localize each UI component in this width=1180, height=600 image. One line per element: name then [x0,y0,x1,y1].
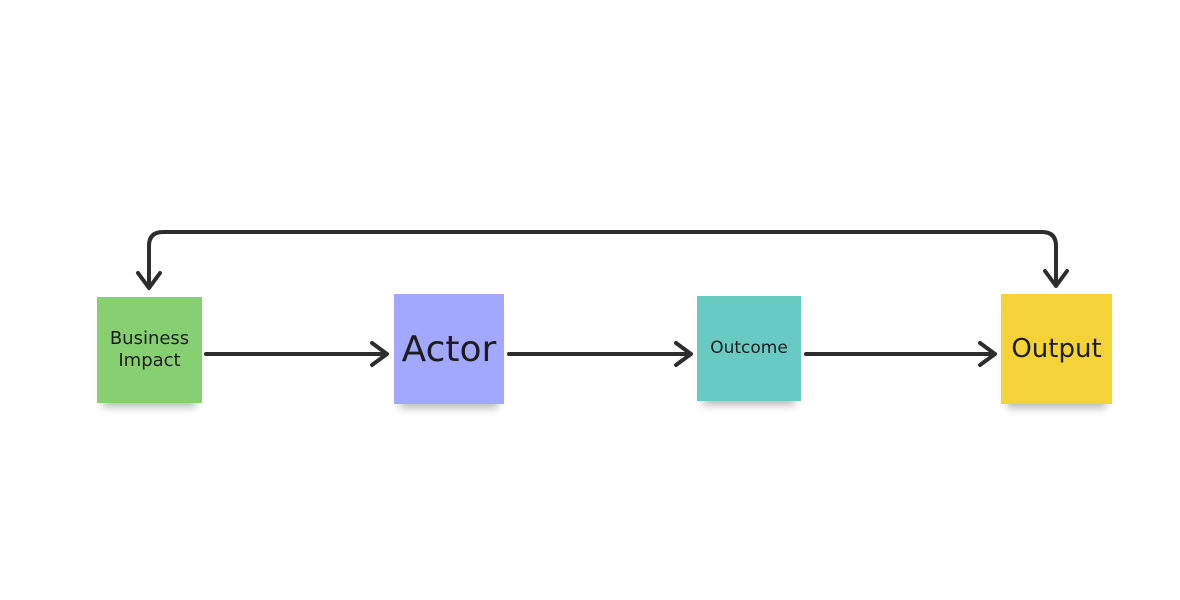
arrowhead-output-top [1043,269,1069,288]
sticky-note-label: Outcome [710,337,788,358]
arrow-output-to-business-impact[interactable] [147,230,1058,289]
sticky-note-business-impact[interactable]: Business Impact [97,297,202,403]
sticky-note-output[interactable]: Output [1001,294,1112,404]
sticky-note-label: Output [1011,333,1102,364]
arrowhead-actor [370,341,389,367]
arrowhead-business-impact [136,271,162,290]
arrowhead-output [978,341,997,367]
sticky-note-actor[interactable]: Actor [394,294,504,404]
sticky-note-label: Actor [401,328,497,370]
sticky-note-label: Business Impact [109,327,190,372]
sticky-note-outcome[interactable]: Outcome [697,296,801,401]
arrowhead-outcome [674,341,693,367]
